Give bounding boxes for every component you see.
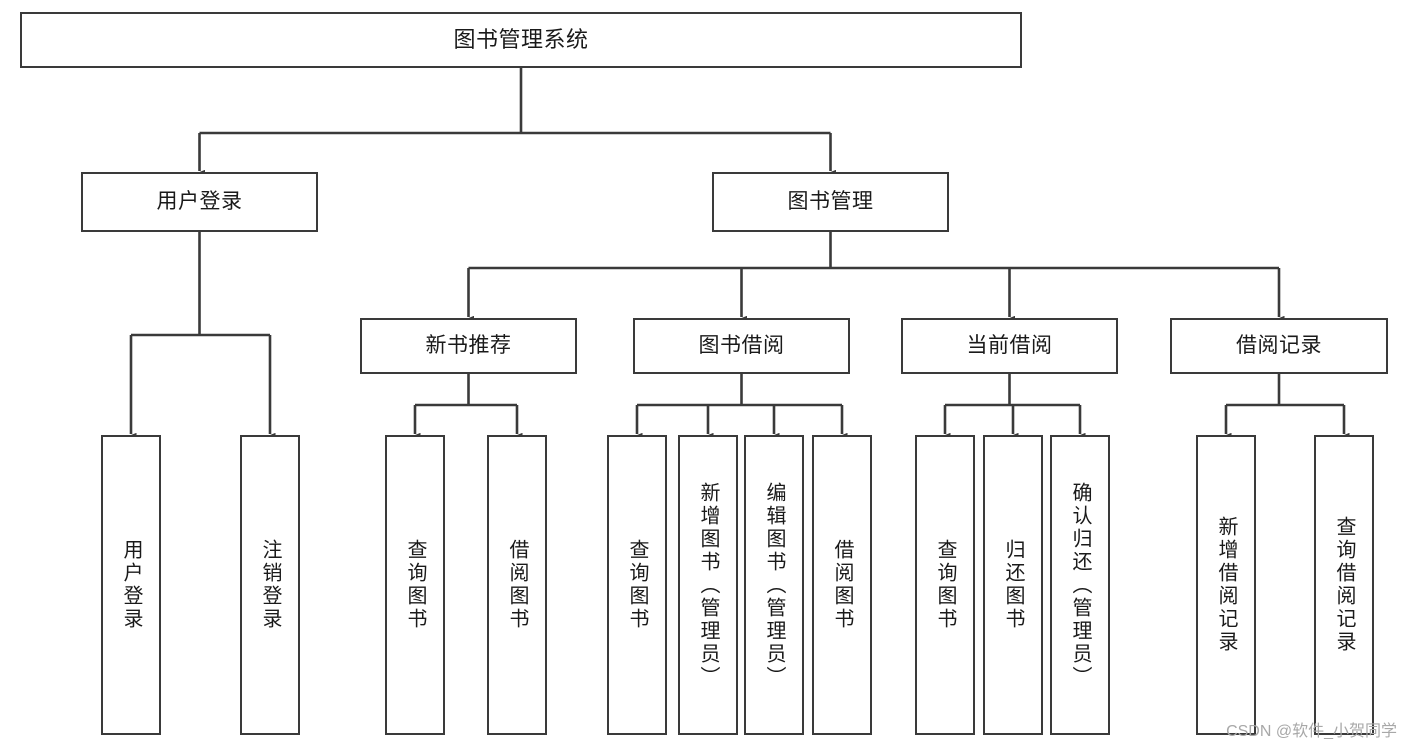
leaf-confirm-return-label: 确认归还（管理员）	[1069, 481, 1091, 689]
node-book-borrow[interactable]: 图书借阅	[633, 318, 850, 374]
leaf-borrow-book-2[interactable]: 借阅图书	[812, 435, 872, 735]
leaf-query-book-1-label: 查询图书	[404, 539, 426, 631]
leaf-query-book-2[interactable]: 查询图书	[607, 435, 667, 735]
leaf-query-book-3-label: 查询图书	[934, 539, 956, 631]
leaf-user-login-label: 用户登录	[120, 539, 142, 631]
leaf-logout-label: 注销登录	[259, 539, 281, 631]
leaf-query-record[interactable]: 查询借阅记录	[1314, 435, 1374, 735]
leaf-logout[interactable]: 注销登录	[240, 435, 300, 735]
leaf-return-book-label: 归还图书	[1002, 539, 1024, 631]
leaf-query-book-2-label: 查询图书	[626, 539, 648, 631]
node-root-label: 图书管理系统	[453, 27, 589, 53]
leaf-borrow-book-2-label: 借阅图书	[831, 539, 853, 631]
node-new-book-rec-label: 新书推荐	[425, 333, 512, 357]
leaf-add-record[interactable]: 新增借阅记录	[1196, 435, 1256, 735]
leaf-query-book-1[interactable]: 查询图书	[385, 435, 445, 735]
node-user-login[interactable]: 用户登录	[81, 172, 318, 232]
leaf-edit-book-label: 编辑图书（管理员）	[763, 481, 785, 689]
leaf-add-book[interactable]: 新增图书（管理员）	[678, 435, 738, 735]
leaf-query-record-label: 查询借阅记录	[1333, 516, 1355, 654]
leaf-user-login[interactable]: 用户登录	[101, 435, 161, 735]
node-current-borrow[interactable]: 当前借阅	[901, 318, 1118, 374]
node-current-borrow-label: 当前借阅	[966, 333, 1053, 357]
leaf-borrow-book-1[interactable]: 借阅图书	[487, 435, 547, 735]
node-book-manage-label: 图书管理	[787, 189, 874, 213]
node-book-borrow-label: 图书借阅	[698, 333, 785, 357]
leaf-add-book-label: 新增图书（管理员）	[697, 481, 719, 689]
leaf-edit-book[interactable]: 编辑图书（管理员）	[744, 435, 804, 735]
node-user-login-label: 用户登录	[156, 189, 243, 213]
leaf-return-book[interactable]: 归还图书	[983, 435, 1043, 735]
node-new-book-rec[interactable]: 新书推荐	[360, 318, 577, 374]
leaf-add-record-label: 新增借阅记录	[1215, 516, 1237, 654]
node-root[interactable]: 图书管理系统	[20, 12, 1022, 68]
leaf-borrow-book-1-label: 借阅图书	[506, 539, 528, 631]
node-book-manage[interactable]: 图书管理	[712, 172, 949, 232]
leaf-confirm-return[interactable]: 确认归还（管理员）	[1050, 435, 1110, 735]
node-borrow-record[interactable]: 借阅记录	[1170, 318, 1388, 374]
leaf-query-book-3[interactable]: 查询图书	[915, 435, 975, 735]
node-borrow-record-label: 借阅记录	[1236, 333, 1322, 357]
watermark-text: CSDN @软件_小贺同学	[1226, 723, 1397, 740]
